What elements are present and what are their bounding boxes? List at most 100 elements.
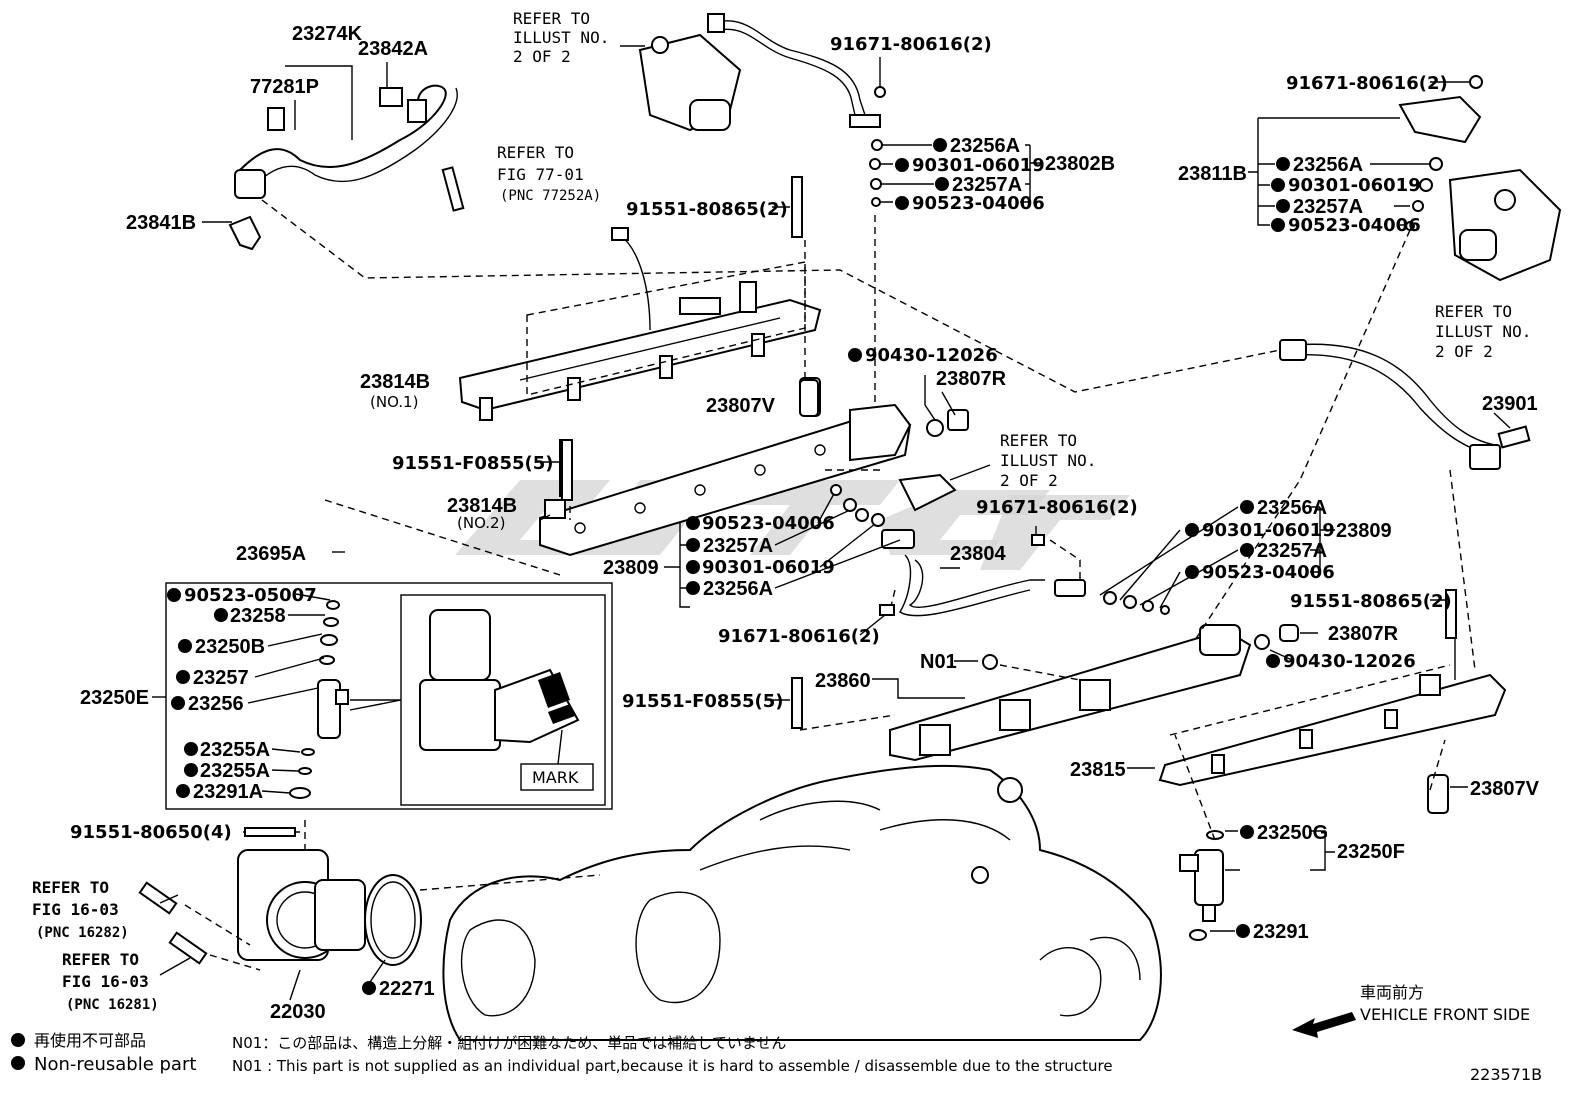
ref2-line1: REFER TO (497, 143, 574, 162)
label-23255A-2: 23255A (200, 760, 270, 782)
label-23291A: 23291A (193, 781, 263, 803)
ref1-line1: REFER TO (513, 9, 590, 28)
label-23291: 23291 (1253, 921, 1309, 943)
label-77281P: 77281P (250, 76, 319, 98)
fuel-rail-23860-drawing (889, 624, 1299, 762)
label-23814B-1: 23814B (360, 371, 430, 393)
ref3-line2: ILLUST NO. (1435, 322, 1531, 341)
label-23809-right: 23809 (1336, 520, 1392, 542)
label-22271: 22271 (379, 978, 435, 1000)
label-23814B-1-sub: (NO.1) (370, 393, 418, 411)
label-23257A-4: 23257A (1257, 540, 1327, 562)
label-90301-3: 90301-06019 (702, 557, 835, 578)
label-23807V-1: 23807V (706, 395, 776, 417)
label-23809-left: 23809 (603, 557, 659, 579)
label-23695A: 23695A (236, 543, 306, 565)
ref-note-3: REFER TO ILLUST NO. 2 OF 2 (1435, 302, 1531, 361)
label-91551-80650: 91551-80650(4) (70, 822, 232, 843)
label-N01: N01 (920, 651, 957, 673)
fuel-hose-assembly-drawing (228, 84, 465, 251)
vehicle-front-en: VEHICLE FRONT SIDE (1360, 1005, 1530, 1024)
leader-lines (152, 45, 1511, 1001)
fuel-delivery-pipe-no2-drawing (539, 403, 969, 557)
label-91551-80865-2: 91551-80865(2) (1290, 591, 1452, 612)
vehicle-front-indicator: 車両前方 VEHICLE FRONT SIDE (1292, 983, 1530, 1038)
ref2-line3: (PNC 77252A) (500, 188, 601, 204)
label-23815: 23815 (1070, 759, 1126, 781)
label-23250G: 23250G (1257, 822, 1328, 844)
ref6-line2: FIG 16-03 (62, 972, 149, 991)
label-23901: 23901 (1482, 393, 1538, 415)
ref2-line2: FIG 77-01 (497, 165, 584, 184)
label-23258: 23258 (230, 605, 286, 627)
label-23257: 23257 (193, 667, 249, 689)
label-90523-2: 90523-04006 (1288, 215, 1421, 236)
label-91551-80865-1: 91551-80865(2) (626, 199, 788, 220)
fuel-injector-right-drawing (1179, 830, 1224, 941)
fuel-pipe-23901-drawing (1279, 339, 1531, 470)
ref3-line3: 2 OF 2 (1435, 342, 1493, 361)
label-91671-mid: 91671-80616(2) (976, 497, 1138, 518)
label-91551-F0855-1: 91551-F0855(5) (392, 453, 553, 474)
label-23860: 23860 (815, 670, 871, 692)
label-23841B: 23841B (126, 212, 196, 234)
label-23256: 23256 (188, 693, 244, 715)
label-90301-1: 90301-06019 (912, 155, 1045, 176)
label-23807R-2: 23807R (1328, 623, 1399, 645)
intake-manifold-drawing (442, 764, 1162, 1041)
part-labels: 23274K 23842A 77281P 23841B 91671-80616(… (70, 23, 1540, 1023)
label-23257A-1: 23257A (952, 174, 1022, 196)
label-90523-3: 90523-04006 (702, 513, 835, 534)
label-23255A-1: 23255A (200, 739, 270, 761)
label-23256A-1: 23256A (950, 135, 1020, 157)
ref5-line3: (PNC 16282) (36, 925, 129, 941)
label-23256A-4: 23256A (1257, 497, 1327, 519)
ref5-line2: FIG 16-03 (32, 900, 119, 919)
label-23814B-2: 23814B (447, 495, 517, 517)
label-23807V-2: 23807V (1470, 778, 1540, 800)
fuel-pump-top-drawing (638, 13, 881, 132)
label-23250B: 23250B (195, 636, 265, 658)
ref-note-5: REFER TO FIG 16-03 (PNC 16282) (32, 878, 129, 941)
label-23274K: 23274K (292, 23, 363, 45)
legend: 再使用不可部品 Non-reusable part N01：この部品は、構造上分… (11, 1031, 1113, 1075)
nonreusable-bullet-icon (11, 1033, 25, 1047)
label-23807R-1: 23807R (936, 368, 1007, 390)
legend-n01-en: N01 : This part is not supplied as an in… (232, 1057, 1113, 1075)
ref-note-1: REFER TO ILLUST NO. 2 OF 2 (513, 9, 609, 66)
label-23250E: 23250E (80, 687, 149, 709)
label-90430-2: 90430-12026 (1283, 651, 1416, 672)
label-91671-low: 91671-80616(2) (718, 626, 880, 647)
ref-note-6: REFER TO FIG 16-03 (PNC 16281) (62, 950, 159, 1013)
label-91671-right: 91671-80616(2) (1286, 73, 1448, 94)
label-90301-2: 90301-06019 (1288, 175, 1421, 196)
ref-note-4: REFER TO ILLUST NO. 2 OF 2 (1000, 431, 1096, 490)
label-90523-4: 90523-04006 (1202, 562, 1335, 583)
relation-lines (184, 199, 1476, 971)
label-23811B: 23811B (1178, 163, 1247, 185)
label-90523-05007: 90523-05007 (184, 585, 317, 606)
label-23842A: 23842A (358, 38, 428, 60)
bolts (244, 75, 1483, 837)
ref6-line3: (PNC 16281) (66, 997, 159, 1013)
legend-nonreusable-jp: 再使用不可部品 (34, 1031, 146, 1050)
injector-kit-box (165, 582, 613, 810)
label-22030: 22030 (270, 1001, 326, 1023)
label-23250F: 23250F (1337, 841, 1405, 863)
ref1-line3: 2 OF 2 (513, 47, 571, 66)
label-23256A-3: 23256A (703, 578, 773, 600)
label-23257A-3: 23257A (703, 535, 773, 557)
ref1-line2: ILLUST NO. (513, 28, 609, 47)
legend-nonreusable-en: Non-reusable part (34, 1054, 196, 1075)
label-23814B-2-sub: (NO.2) (457, 514, 505, 532)
label-90301-4: 90301-06019 (1202, 520, 1335, 541)
front-arrow-icon (1292, 1012, 1356, 1038)
label-23804: 23804 (950, 543, 1006, 565)
ref4-line3: 2 OF 2 (1000, 471, 1058, 490)
nonreusable-bullet-icon-en (11, 1056, 25, 1070)
diagram-id: 223571B (1470, 1065, 1542, 1084)
ref5-line1: REFER TO (32, 878, 109, 897)
vehicle-front-jp: 車両前方 (1360, 983, 1424, 1002)
ref-note-2: REFER TO FIG 77-01 (PNC 77252A) (497, 143, 601, 204)
